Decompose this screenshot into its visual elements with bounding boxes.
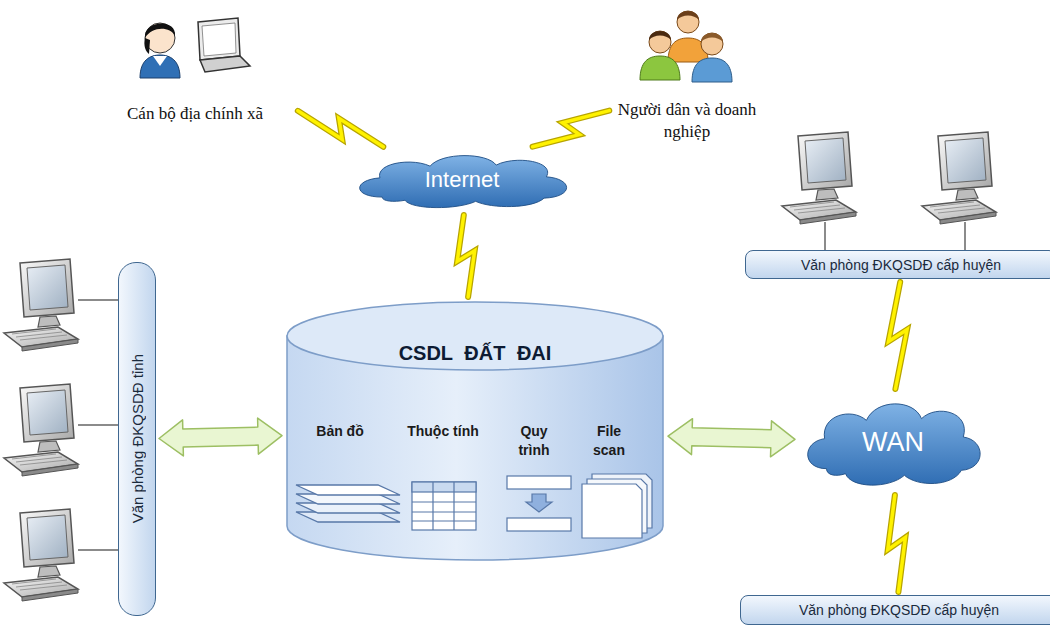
- vband-node: Văn phòng ĐKQSDĐ tỉnh: [118, 262, 156, 616]
- hband-node: Văn phòng ĐKQSDĐ cấp huyện: [745, 250, 1050, 279]
- item-node: File scan: [580, 422, 638, 466]
- node-text: CSDL ĐẤT ĐAI: [399, 342, 552, 365]
- cylinder-node: CSDL ĐẤT ĐAI Bản đồ Thuộc tính Quy trình Fil…: [285, 300, 665, 562]
- node-text: Bản đồ: [316, 422, 363, 441]
- item-node: Thuộc tính: [407, 422, 479, 466]
- lightning-link: [298, 111, 384, 147]
- item-node: Bản đồ: [315, 422, 365, 466]
- node-text: Văn phòng ĐKQSDĐ cấp huyện: [801, 257, 1001, 273]
- node-text: Internet: [425, 167, 500, 193]
- officer-icon: [140, 23, 180, 78]
- laptop-icon: [198, 18, 250, 72]
- hband-node: Văn phòng ĐKQSDĐ cấp huyện: [740, 595, 1050, 625]
- node-text: WAN: [862, 427, 924, 458]
- lightning-link: [888, 495, 906, 592]
- scan-files-icon: [582, 474, 652, 538]
- caption-node: Cán bộ địa chính xã: [95, 10, 295, 125]
- table-icon: [412, 482, 476, 530]
- node-text: Văn phòng ĐKQSDĐ tỉnh: [129, 354, 146, 523]
- node-text: Cán bộ địa chính xã: [127, 103, 263, 125]
- cloud-node: Internet: [348, 148, 576, 212]
- lightning-link: [457, 215, 475, 297]
- node-text: Thuộc tính: [407, 422, 479, 441]
- workflow-icon: [507, 476, 571, 531]
- double-arrow: [668, 419, 795, 457]
- computer-icon: [4, 259, 118, 601]
- double-arrow: [159, 418, 282, 456]
- node-text: File scan: [580, 422, 638, 460]
- node-text: Văn phòng ĐKQSDĐ cấp huyện: [799, 602, 999, 618]
- node-text: Người dân và doanh nghiệp: [612, 99, 762, 143]
- map-layers-icon: [296, 485, 400, 522]
- node-text: Quy trình: [503, 422, 565, 460]
- cloud-node: WAN: [798, 392, 988, 492]
- item-node: Quy trình: [503, 422, 565, 466]
- computer-icon: [782, 132, 996, 250]
- lightning-link: [533, 111, 610, 147]
- caption-node: Người dân và doanh nghiệp: [612, 5, 762, 143]
- lightning-link: [889, 282, 908, 389]
- people-icon: [640, 11, 732, 82]
